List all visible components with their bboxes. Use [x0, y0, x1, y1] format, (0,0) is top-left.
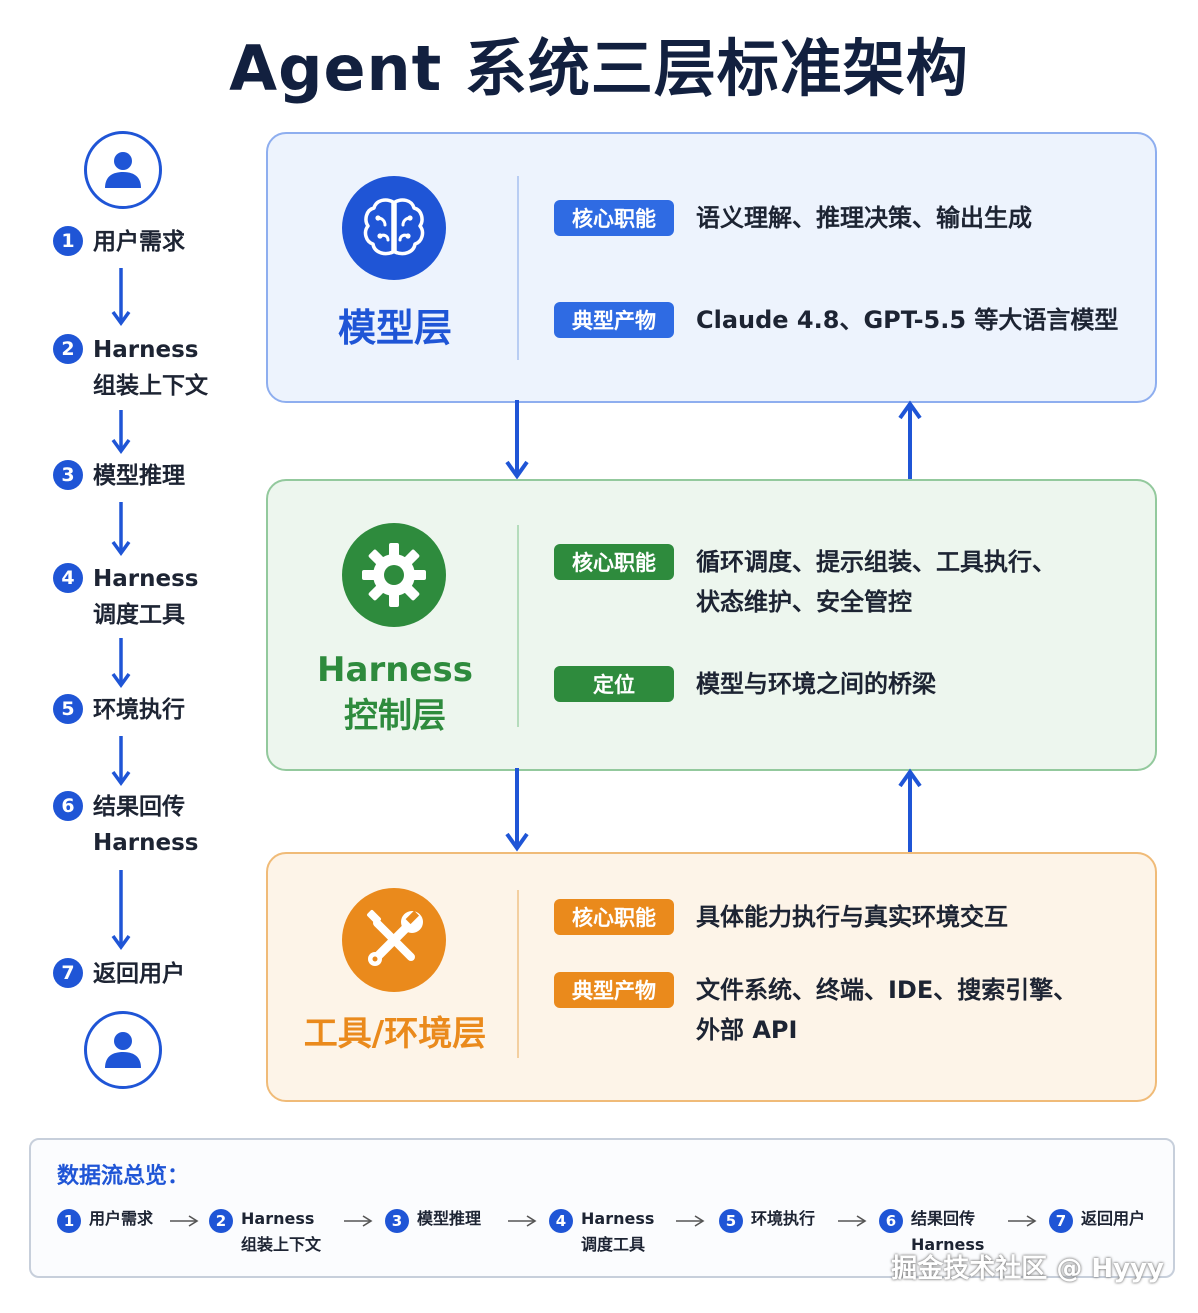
- summary-step-2: 2 Harness 组装上下文: [209, 1206, 321, 1258]
- summary-step-7: 7 返回用户: [1049, 1206, 1145, 1233]
- step-number: 2: [53, 334, 83, 364]
- user-icon: [105, 1032, 141, 1068]
- right-arrow-icon: [838, 1215, 867, 1227]
- down-arrow-icon: [111, 870, 131, 950]
- watermark: 掘金技术社区 @ Hyyy: [891, 1254, 1164, 1284]
- step-number: 2: [209, 1209, 233, 1233]
- user-avatar-bottom: [84, 1011, 162, 1089]
- step-label: Harness 调度工具: [581, 1209, 655, 1254]
- harness-row-position: 定位 模型与环境之间的桥梁: [554, 666, 936, 704]
- step-label: Harness 调度工具: [93, 566, 199, 628]
- summary-step-4: 4 Harness 调度工具: [549, 1206, 654, 1258]
- tool-row-core: 核心职能 具体能力执行与真实环境交互: [554, 899, 1008, 937]
- step-label: 返回用户: [1081, 1209, 1146, 1228]
- flow-step-7: 7 返回用户: [53, 956, 185, 992]
- step-label: 结果回传 Harness: [911, 1209, 985, 1254]
- step-number: 4: [549, 1209, 573, 1233]
- flow-step-2: 2 Harness 组装上下文: [53, 332, 208, 404]
- dataflow-summary-panel: 数据流总览： 1 用户需求 2 Harness 组装上下文 3 模型推理 4 H…: [29, 1138, 1175, 1278]
- step-label: 用户需求: [93, 229, 185, 255]
- model-layer-panel: 模型层 核心职能 语义理解、推理决策、输出生成 典型产物 Claude 4.8、…: [266, 132, 1157, 403]
- divider: [517, 525, 519, 727]
- step-label: 返回用户: [93, 961, 185, 987]
- role-badge: 定位: [554, 666, 674, 702]
- step-number: 3: [53, 460, 83, 490]
- step-number: 4: [53, 563, 83, 593]
- user-icon: [105, 152, 141, 188]
- right-arrow-icon: [508, 1215, 537, 1227]
- step-label: 结果回传 Harness: [93, 794, 199, 856]
- harness-icon-badge: [342, 523, 446, 627]
- flow-step-4: 4 Harness 调度工具: [53, 561, 198, 633]
- step-number: 5: [53, 694, 83, 724]
- row-text: Claude 4.8、GPT-5.5 等大语言模型: [696, 306, 1119, 334]
- step-number: 5: [719, 1209, 743, 1233]
- step-number: 6: [879, 1209, 903, 1233]
- summary-step-6: 6 结果回传 Harness: [879, 1206, 984, 1258]
- down-arrow-icon: [111, 268, 131, 326]
- flow-step-5: 5 环境执行: [53, 692, 185, 728]
- divider: [517, 176, 519, 360]
- role-badge: 核心职能: [554, 544, 674, 580]
- up-arrow-icon: [898, 400, 922, 480]
- summary-title: 数据流总览：: [57, 1164, 190, 1189]
- step-label: 用户需求: [89, 1209, 154, 1228]
- row-text: 循环调度、提示组装、工具执行、 状态维护、安全管控: [696, 548, 1056, 616]
- right-arrow-icon: [170, 1215, 199, 1227]
- up-arrow-icon: [898, 768, 922, 852]
- flow-step-3: 3 模型推理: [53, 458, 185, 494]
- tool-row-product: 典型产物 文件系统、终端、IDE、搜索引擎、 外部 API: [554, 972, 1077, 1050]
- step-number: 1: [57, 1209, 81, 1233]
- role-badge: 典型产物: [554, 302, 674, 338]
- step-label: 模型推理: [417, 1209, 482, 1228]
- harness-layer-panel: Harness 控制层 核心职能 循环调度、提示组装、工具执行、 状态维护、安全…: [266, 479, 1157, 771]
- summary-step-1: 1 用户需求: [57, 1206, 153, 1233]
- brain-icon: [363, 198, 425, 256]
- step-label: 环境执行: [93, 697, 185, 723]
- step-label: Harness 组装上下文: [241, 1209, 322, 1254]
- down-arrow-icon: [111, 410, 131, 454]
- step-number: 3: [385, 1209, 409, 1233]
- role-badge: 核心职能: [554, 899, 674, 935]
- step-label: 环境执行: [751, 1209, 816, 1228]
- down-arrow-icon: [111, 502, 131, 556]
- divider: [517, 890, 519, 1058]
- layer-name: Harness 控制层: [317, 650, 473, 736]
- right-arrow-icon: [344, 1215, 373, 1227]
- harness-row-core: 核心职能 循环调度、提示组装、工具执行、 状态维护、安全管控: [554, 544, 1056, 622]
- model-icon-badge: [342, 176, 446, 280]
- wrench-screwdriver-icon: [367, 910, 423, 966]
- model-row-product: 典型产物 Claude 4.8、GPT-5.5 等大语言模型: [554, 302, 1118, 340]
- user-avatar-top: [84, 131, 162, 209]
- right-arrow-icon: [676, 1215, 705, 1227]
- layer-name: 工具/环境层: [303, 1014, 487, 1054]
- step-number: 6: [53, 791, 83, 821]
- down-arrow-icon: [111, 736, 131, 786]
- gear-icon: [362, 543, 426, 607]
- row-text: 文件系统、终端、IDE、搜索引擎、 外部 API: [696, 976, 1078, 1044]
- row-text: 模型与环境之间的桥梁: [696, 670, 936, 698]
- row-text: 语义理解、推理决策、输出生成: [696, 204, 1032, 232]
- role-badge: 典型产物: [554, 972, 674, 1008]
- diagram-title: Agent 系统三层标准架构: [229, 32, 969, 105]
- step-label: Harness 组装上下文: [93, 337, 208, 399]
- tool-icon-badge: [342, 888, 446, 992]
- right-arrow-icon: [1008, 1215, 1037, 1227]
- row-text: 具体能力执行与真实环境交互: [696, 903, 1008, 931]
- down-arrow-icon: [111, 638, 131, 688]
- step-number: 7: [1049, 1209, 1073, 1233]
- summary-step-3: 3 模型推理: [385, 1206, 481, 1233]
- tool-layer-panel: 工具/环境层 核心职能 具体能力执行与真实环境交互 典型产物 文件系统、终端、I…: [266, 852, 1157, 1102]
- layer-name: 模型层: [337, 306, 452, 350]
- step-number: 7: [53, 958, 83, 988]
- down-arrow-icon: [505, 768, 529, 852]
- flow-step-6: 6 结果回传 Harness: [53, 789, 198, 861]
- down-arrow-icon: [505, 400, 529, 480]
- flow-step-1: 1 用户需求: [53, 224, 185, 260]
- step-label: 模型推理: [93, 463, 185, 489]
- step-number: 1: [53, 226, 83, 256]
- summary-step-5: 5 环境执行: [719, 1206, 815, 1233]
- model-row-core: 核心职能 语义理解、推理决策、输出生成: [554, 200, 1032, 238]
- role-badge: 核心职能: [554, 200, 674, 236]
